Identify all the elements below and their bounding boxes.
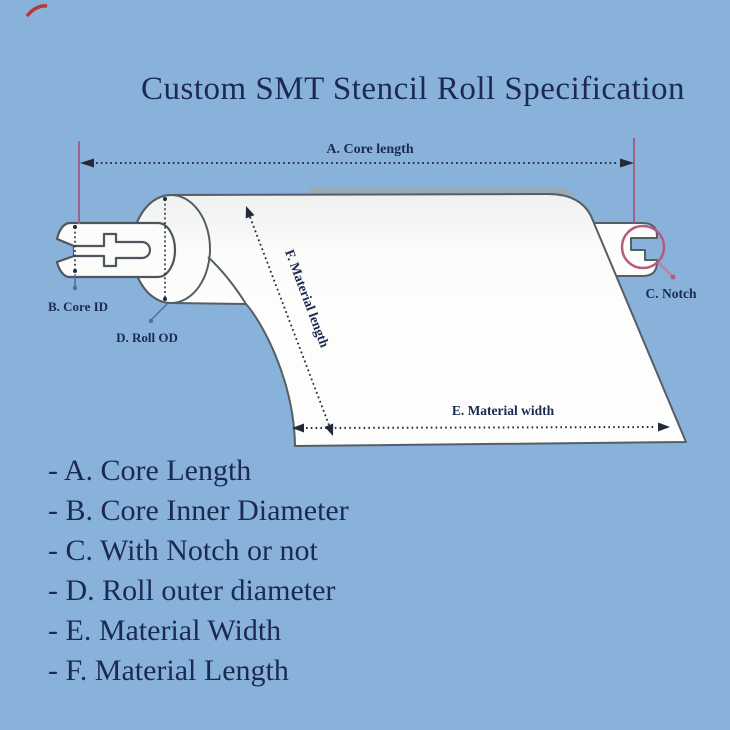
legend-item-roll-outer-diameter: - D. Roll outer diameter xyxy=(48,574,336,607)
dim-dot xyxy=(163,197,167,201)
dim-dot xyxy=(73,225,77,229)
roll-od-pointer-line xyxy=(151,303,168,320)
dim-dot xyxy=(163,297,167,301)
legend-item-material-length: - F. Material Length xyxy=(48,654,289,687)
dim-dot xyxy=(72,285,78,291)
dim-dot xyxy=(73,269,77,273)
material-width-label: E. Material width xyxy=(452,403,555,418)
notch-highlight-circle xyxy=(620,224,666,270)
roll-od-label: D. Roll OD xyxy=(116,330,178,345)
sheet-front-edge xyxy=(207,256,247,305)
dim-core-length-arrow-left xyxy=(80,158,94,168)
notch-label: C. Notch xyxy=(646,286,697,301)
dim-material-width-arrow-right xyxy=(658,422,670,432)
core-id-label: B. Core ID xyxy=(48,299,108,314)
page-title: Custom SMT Stencil Roll Specification xyxy=(140,71,686,107)
watermark-swoosh xyxy=(25,4,48,18)
dim-material-length-line xyxy=(249,216,330,426)
legend-item-core-inner-diameter: - B. Core Inner Diameter xyxy=(48,494,349,527)
dim-dot xyxy=(670,274,676,280)
dim-material-width-arrow-left xyxy=(292,423,304,433)
dim-material-width-line xyxy=(305,426,657,429)
dim-dot xyxy=(148,318,154,324)
legend-item-core-length: - A. Core Length xyxy=(48,454,252,487)
core-length-label: A. Core length xyxy=(326,142,413,157)
core-keyway-slot xyxy=(74,232,152,268)
dim-core-length-arrow-right xyxy=(620,158,634,168)
stencil-roll-diagram: A. Core length B. Core ID D. Roll OD F. … xyxy=(25,4,697,447)
roll-top-band xyxy=(310,187,577,195)
legend-item-material-width: - E. Material Width xyxy=(48,614,282,647)
legend-item-notch: - C. With Notch or not xyxy=(48,534,318,567)
notch-pointer-line xyxy=(658,262,673,277)
dim-material-length-arrow-top xyxy=(245,206,255,219)
legend-list: - A. Core Length - B. Core Inner Diamete… xyxy=(48,451,349,691)
dim-material-length-arrow-bottom xyxy=(324,423,334,436)
